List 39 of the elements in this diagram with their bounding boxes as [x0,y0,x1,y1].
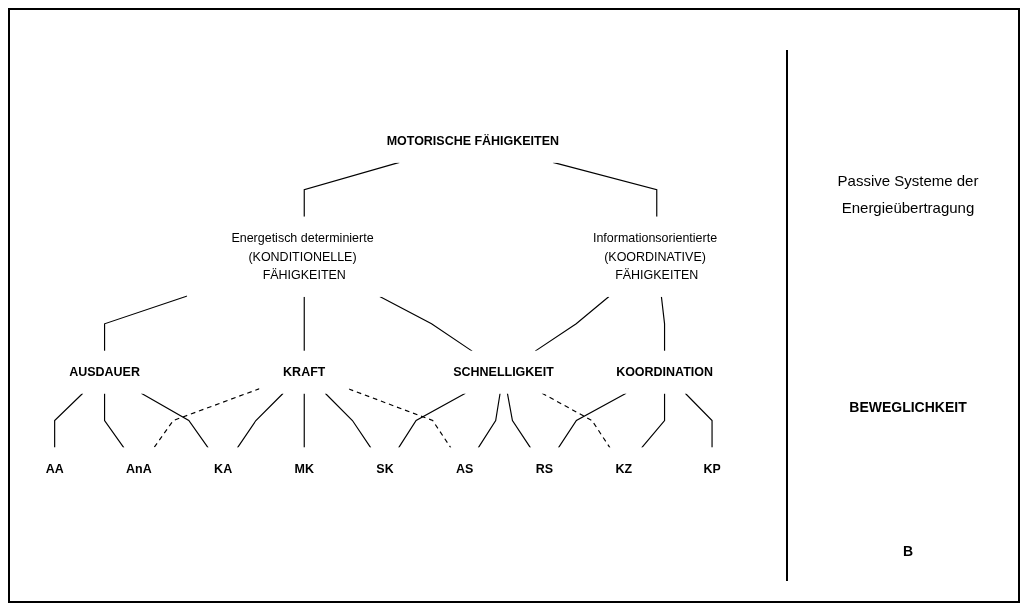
side-label: B [901,541,915,561]
node-text: Energetisch determinierte (KONDITIONELLE) FÄHIGKEITEN [231,231,374,283]
connector [541,393,611,449]
connector [303,296,305,353]
connector [153,388,261,449]
node-text: AnA [126,462,152,476]
connector [54,393,84,449]
node-text: AUSDAUER [69,365,140,379]
node-text: RS [535,462,554,476]
connector [557,393,627,449]
node-text: AA [45,462,64,476]
node-text: KP [703,462,721,476]
connector [506,393,532,449]
node-text: Informationsorientierte (KOORDINATIVE) FÄHIGKEITEN [592,231,718,283]
connector [534,296,610,353]
connector [477,393,501,449]
connector [641,393,666,449]
node-text: KOORDINATION [616,365,713,379]
node-text: MOTORISCHE FÄHIGKEITEN [386,134,560,148]
connector [660,296,666,353]
connector [104,393,125,449]
side-label: Passive Systeme der Energieübertragung [836,170,980,218]
connector [140,393,209,449]
connector [324,393,372,449]
connector [236,393,284,449]
connector [104,295,188,353]
node-text: KRAFT [283,365,326,379]
connector [303,393,305,449]
node-text: SK [376,462,394,476]
node-text: KA [214,462,233,476]
connector [379,296,473,353]
node-text: KZ [615,462,633,476]
side-label: BEWEGLICHKEIT [848,398,968,418]
node-text: MK [294,462,314,476]
connector [684,393,713,449]
connector [348,388,452,449]
connector [398,393,467,449]
node-text: SCHNELLIGKEIT [453,365,554,379]
node-text: AS [456,462,474,476]
